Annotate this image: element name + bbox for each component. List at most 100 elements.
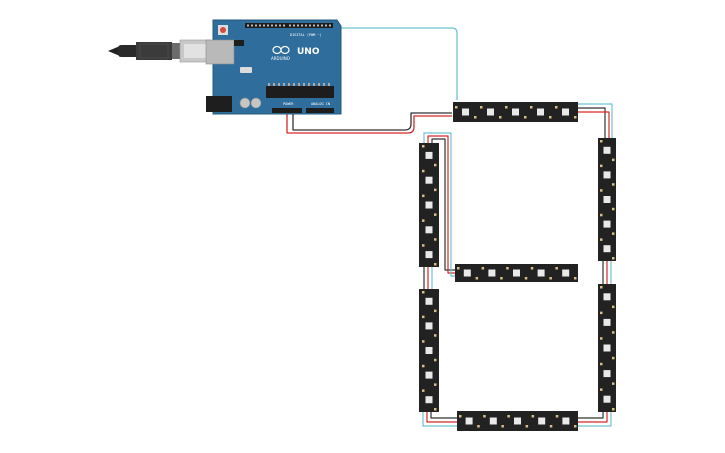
smd-component (612, 207, 615, 211)
led-pixel (465, 417, 473, 425)
smd-component (600, 286, 603, 289)
smd-component (549, 277, 552, 280)
smd-component (555, 106, 558, 109)
smd-component (600, 164, 603, 168)
smd-component (480, 106, 483, 109)
led-pixel (425, 322, 433, 330)
led-pixel (425, 396, 433, 404)
led-pixel (425, 371, 433, 379)
wires (286, 27, 613, 427)
power-wire[interactable] (286, 114, 452, 134)
smd-component (434, 213, 437, 216)
led-pixel (603, 146, 611, 154)
led-pixel (603, 395, 611, 403)
smd-component (574, 425, 577, 428)
led-pixel (603, 318, 611, 326)
led-strip-segment-f[interactable] (419, 143, 439, 267)
smd-component (612, 331, 615, 334)
led-pixel (487, 108, 494, 116)
led-pixel (562, 269, 570, 277)
smd-component (612, 382, 615, 385)
led-pixel (603, 196, 611, 203)
led-pixel (425, 201, 433, 209)
led-pixel (463, 269, 471, 277)
led-pixel (425, 176, 433, 184)
smd-component (549, 116, 552, 119)
power-label: POWER (283, 102, 294, 106)
led-strip-segment-d[interactable] (457, 411, 578, 431)
smd-component (612, 408, 615, 411)
smd-component (600, 140, 603, 143)
smd-component (531, 415, 535, 418)
led-strip-segment-b[interactable] (598, 138, 616, 261)
capacitor (250, 97, 262, 109)
led-pixel (603, 370, 611, 378)
led-pixel (488, 269, 496, 277)
led-strip-segment-e[interactable] (419, 289, 439, 412)
led-pixel (538, 417, 546, 425)
led-strip-segment-a[interactable] (453, 102, 578, 122)
smd-component (422, 169, 425, 173)
led-pixel (603, 245, 611, 253)
brand-label: ARDUINO (271, 56, 290, 61)
smd-component (475, 277, 479, 280)
smd-component (600, 362, 603, 366)
smd-component (612, 257, 615, 260)
led-pixel (537, 269, 545, 277)
arduino-logo (272, 45, 290, 55)
smd-component (530, 106, 533, 109)
led-strip-segment-c[interactable] (598, 284, 616, 412)
usb-port (205, 39, 235, 65)
smd-component (600, 337, 603, 340)
led-pixel (603, 171, 611, 179)
smd-component (600, 238, 603, 241)
smd-component (507, 415, 510, 418)
smd-component (422, 291, 425, 294)
led-pixel (562, 108, 569, 116)
analog-label: ANALOG IN (311, 102, 330, 106)
smd-component (422, 219, 425, 222)
atmega-chip (266, 86, 334, 98)
ground-wire[interactable] (292, 112, 452, 131)
led-pixel (514, 417, 521, 425)
smd-component (600, 388, 603, 391)
led-pixel (537, 108, 544, 116)
board-model-label: UNO (297, 47, 320, 57)
smd-component (612, 356, 615, 360)
led-strip-segment-g[interactable] (455, 264, 578, 282)
smd-component (457, 267, 460, 270)
smd-component (499, 116, 502, 119)
smd-component (574, 277, 577, 280)
smd-component (434, 383, 437, 386)
data-wire[interactable] (340, 27, 458, 100)
usb-cable[interactable] (108, 39, 211, 63)
reset-button-cap[interactable] (220, 27, 226, 33)
arduino-uno-board[interactable]: DIGITAL (PWM ~) UNO ARDUINO POWER ANALOG… (205, 19, 342, 115)
smd-component (525, 425, 529, 428)
smd-component (505, 106, 508, 109)
smd-component (600, 311, 603, 315)
led-pixel (425, 297, 433, 305)
led-pixel (489, 417, 497, 425)
smd-component (612, 183, 615, 186)
smd-component (555, 267, 558, 270)
smd-component (434, 358, 437, 362)
smd-component (434, 163, 437, 167)
led-pixel (425, 151, 433, 159)
smd-component (434, 334, 437, 337)
smd-component (481, 267, 485, 270)
smd-component (422, 389, 425, 392)
led-pixel (425, 347, 433, 354)
smd-component (600, 213, 603, 217)
led-pixel (513, 269, 520, 277)
smd-component (434, 309, 437, 313)
smd-component (422, 244, 425, 247)
led-pixel (603, 220, 611, 228)
smd-component (612, 232, 615, 235)
led-pixel (562, 417, 570, 425)
smd-component (455, 106, 458, 109)
led-pixel (603, 293, 611, 301)
smd-component (434, 263, 437, 266)
smd-component (555, 415, 559, 418)
